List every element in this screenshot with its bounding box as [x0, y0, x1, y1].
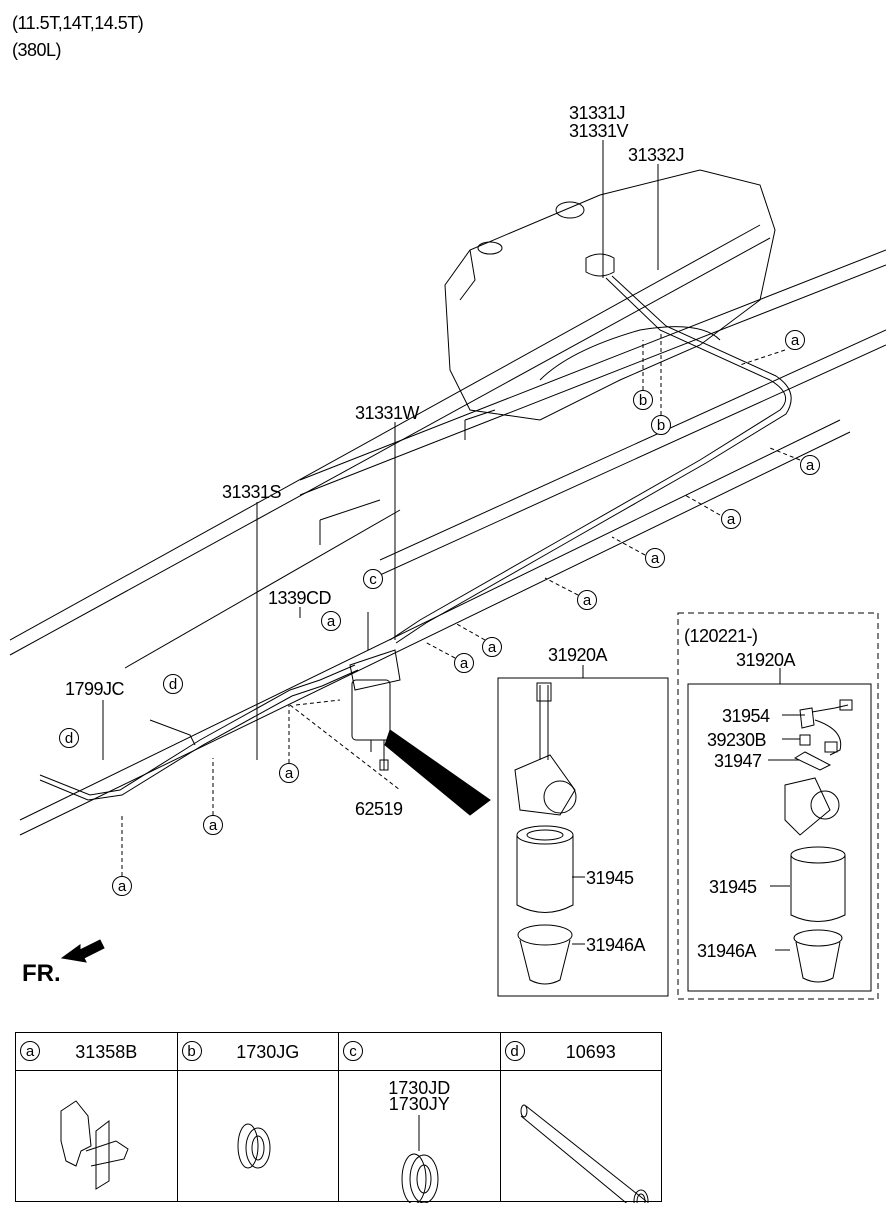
callout-b[interactable]: b — [633, 390, 653, 410]
part-label[interactable]: 31945 — [709, 877, 757, 897]
legend-part[interactable]: 1730JG — [236, 1042, 300, 1062]
legend-image-clip — [15, 1070, 178, 1202]
legend-header-a: a 31358B — [15, 1032, 178, 1071]
part-label[interactable]: 31331S — [222, 482, 282, 502]
part-label[interactable]: 1339CD — [268, 588, 332, 608]
part-label[interactable]: 31945 — [586, 868, 634, 888]
grommet-icon — [237, 1123, 270, 1169]
callout-d[interactable]: d — [59, 728, 79, 748]
part-label[interactable]: 31920A — [736, 650, 796, 670]
capacity-note: (380L) — [12, 40, 62, 60]
leader-lines — [102, 140, 805, 951]
legend-part[interactable]: 10693 — [565, 1042, 616, 1062]
variant-note: (11.5T,14T,14.5T) — [12, 13, 144, 33]
callout-a[interactable]: a — [321, 611, 341, 631]
callout-a[interactable]: a — [112, 876, 132, 896]
legend-header-c: c — [338, 1032, 501, 1071]
callout-a[interactable]: a — [645, 548, 665, 568]
filter-assembly-box-1 — [497, 677, 669, 997]
legend-image-hose — [499, 1070, 662, 1203]
fuel-lines — [39, 275, 792, 801]
callout-a[interactable]: a — [279, 763, 299, 783]
legend-header-b: b 1730JG — [176, 1032, 339, 1071]
callout-a[interactable]: a — [785, 330, 805, 350]
callout-legend-table: a 31358B b 1730JG c d 10693 1730JD 1730JY — [15, 1032, 662, 1203]
callout-a[interactable]: a — [577, 590, 597, 610]
part-label[interactable]: 31947 — [714, 751, 762, 771]
legend-letter: d — [504, 1041, 525, 1061]
variant-dashed-box — [677, 612, 879, 1000]
callout-c[interactable]: c — [363, 569, 383, 589]
part-label[interactable]: 62519 — [355, 799, 403, 819]
legend-part[interactable]: 31358B — [75, 1042, 138, 1062]
legend-letter: b — [181, 1041, 202, 1061]
part-label[interactable]: 1799JC — [65, 679, 125, 699]
legend-sub-part[interactable]: 1730JY — [388, 1094, 450, 1114]
callout-a[interactable]: a — [454, 653, 474, 673]
part-label[interactable]: 31331W — [355, 403, 420, 423]
callout-d[interactable]: d — [163, 674, 183, 694]
front-label: FR. — [22, 960, 61, 987]
front-arrow-icon — [60, 939, 105, 963]
fuel-filter-mounted — [349, 649, 491, 816]
part-label[interactable]: 31920A — [548, 645, 608, 665]
legend-image-seal: 1730JD 1730JY — [338, 1070, 501, 1203]
part-label[interactable]: 31331V — [569, 121, 629, 141]
part-label[interactable]: 31332J — [628, 145, 685, 165]
clip-icon — [60, 1100, 129, 1190]
legend-letter: a — [20, 1041, 40, 1061]
callout-b[interactable]: b — [651, 415, 671, 435]
legend-header-d: d 10693 — [499, 1032, 662, 1071]
callout-a[interactable]: a — [800, 455, 820, 475]
hose-icon — [520, 1104, 648, 1203]
legend-letter: c — [343, 1041, 363, 1061]
seal-ring-icon — [401, 1115, 439, 1203]
callout-a[interactable]: a — [482, 637, 502, 657]
part-label[interactable]: 39230B — [707, 730, 767, 750]
filter-assembly-box-2 — [687, 683, 872, 992]
part-label[interactable]: 31946A — [697, 941, 757, 961]
fuel-line-diagram — [9, 140, 886, 1000]
part-label[interactable]: 31331J — [569, 103, 626, 123]
legend-image-grommet — [176, 1070, 339, 1202]
frame-rails — [9, 224, 886, 836]
callout-a[interactable]: a — [721, 509, 741, 529]
part-label[interactable]: 31954 — [722, 706, 770, 726]
callout-a[interactable]: a — [203, 815, 223, 835]
legend-sub-part[interactable]: 1730JD — [388, 1078, 451, 1098]
date-note: (120221-) — [684, 626, 758, 646]
part-label[interactable]: 31946A — [586, 935, 646, 955]
fuel-tank — [444, 169, 776, 421]
